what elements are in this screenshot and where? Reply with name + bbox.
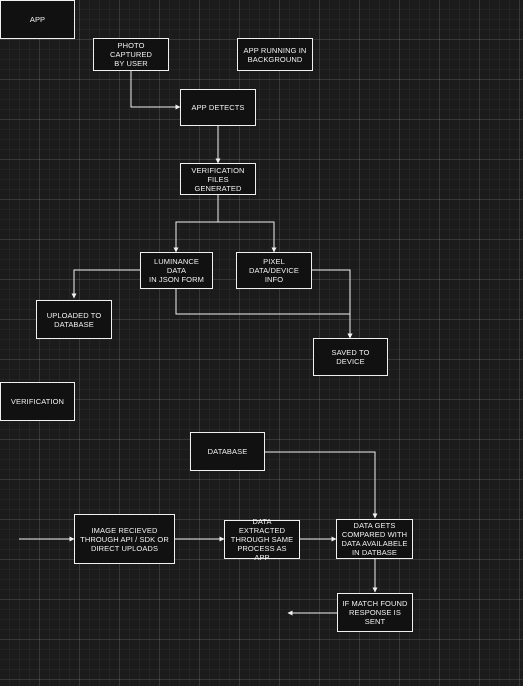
edge-luminance-to-uploaded xyxy=(71,269,140,299)
edge-verification-to-pixel xyxy=(218,221,277,253)
edge-luminance-to-saved xyxy=(175,289,353,339)
app-section-label[interactable]: APP xyxy=(0,0,75,39)
verification-files-node[interactable]: VERIFICATION FILES GENERATED xyxy=(180,163,256,195)
photo-captured-node[interactable]: PHOTO CAPTURED BY USER xyxy=(93,38,169,71)
verification-section-label[interactable]: VERIFICATION xyxy=(0,382,75,421)
edge-verification-to-luminance xyxy=(173,195,219,253)
app-detects-node[interactable]: APP DETECTS xyxy=(180,89,256,126)
image-received-node[interactable]: IMAGE RECIEVED THROUGH API / SDK OR DIRE… xyxy=(74,514,175,564)
uploaded-database-node[interactable]: UPLOADED TO DATABASE xyxy=(36,300,112,339)
app-background-node[interactable]: APP RUNNING IN BACKGROUND xyxy=(237,38,313,71)
edge-database-to-compared xyxy=(265,451,378,519)
edge-pixel-to-saved xyxy=(312,269,353,339)
data-extracted-node[interactable]: DATA EXTRACTED THROUGH SAME PROCESS AS A… xyxy=(224,517,300,562)
match-found-node[interactable]: IF MATCH FOUND RESPONSE IS SENT xyxy=(337,593,413,632)
saved-to-device-node[interactable]: SAVED TO DEVICE xyxy=(313,338,388,376)
database-node[interactable]: DATABASE xyxy=(190,432,265,471)
luminance-data-node[interactable]: LUMINANCE DATA IN JSON FORM xyxy=(140,252,213,289)
pixel-data-node[interactable]: PIXEL DATA/DEVICE INFO xyxy=(236,252,312,289)
data-compared-node[interactable]: DATA GETS COMPARED WITH DATA AVAILABELE … xyxy=(336,519,413,559)
edge-photo-to-detects xyxy=(130,71,181,110)
